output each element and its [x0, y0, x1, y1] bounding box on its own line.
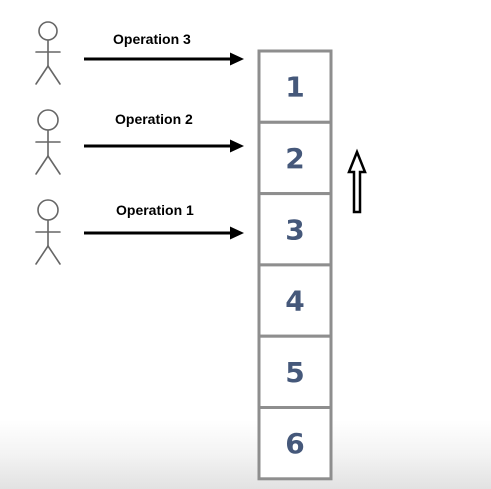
stack-cell: 1 [257, 49, 333, 124]
arrow-right-icon [84, 52, 244, 66]
stick-figure-icon [35, 109, 61, 175]
operation-label: Operation 1 [116, 202, 194, 218]
stack-cell-number: 6 [285, 427, 304, 460]
stack-cell-number: 2 [285, 142, 304, 175]
stack-cell: 2 [257, 120, 333, 196]
hollow-up-arrow-icon [347, 148, 367, 214]
stick-figure-icon [35, 21, 61, 85]
stack-cell-box [257, 49, 333, 124]
stack-cell-number: 4 [285, 285, 304, 318]
stack-cell: 4 [257, 263, 333, 338]
stack-cell-number: 3 [285, 213, 304, 246]
operation-label: Operation 3 [113, 31, 191, 47]
arrow-right-icon [84, 139, 244, 153]
stick-figure-icon [35, 199, 61, 265]
stack-cell-number: 1 [285, 71, 304, 104]
stack-cell-number: 5 [285, 356, 304, 389]
stack-cell: 5 [257, 334, 333, 410]
stack-cell: 6 [257, 406, 333, 481]
stack-cell: 3 [257, 192, 333, 267]
operation-row-3: Operation 3 [35, 21, 244, 85]
operation-label: Operation 2 [115, 111, 193, 127]
stack-column: 1 2 3 4 5 6 [257, 49, 333, 481]
stack-cell-box [257, 406, 333, 481]
arrow-right-icon [84, 226, 244, 240]
operation-row-1: Operation 1 [35, 199, 244, 265]
operation-row-2: Operation 2 [35, 109, 244, 175]
